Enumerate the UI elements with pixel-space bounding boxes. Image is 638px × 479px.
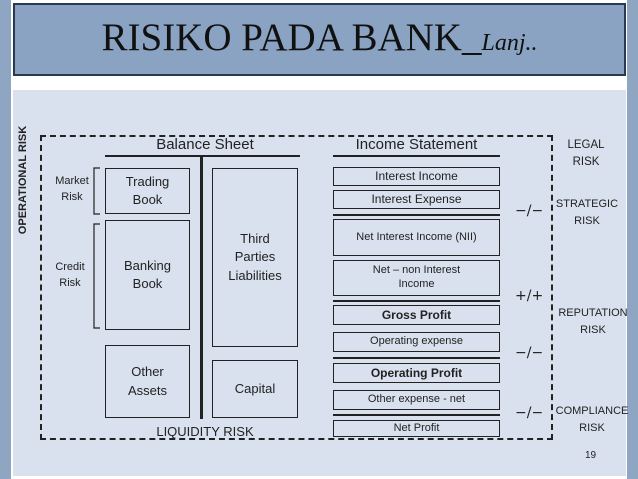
minus-minus-symbol: −/− — [515, 405, 544, 421]
legal-risk-label: LEGAL RISK — [567, 139, 605, 169]
plus-plus-symbol: +/+ — [515, 288, 544, 304]
separator-line — [333, 214, 500, 216]
operating-profit-box: Operating Profit — [333, 363, 500, 383]
market-risk-bracket — [93, 167, 100, 215]
other-assets-box: Other Assets — [105, 345, 190, 418]
left-border-band — [0, 0, 11, 479]
credit-risk-label: Credit Risk — [55, 261, 85, 289]
minus-minus-symbol: −/− — [515, 345, 544, 361]
separator-line — [333, 300, 500, 302]
liquidity-risk-label: LIQUIDITY RISK — [156, 424, 254, 439]
reputation-risk-label: REPUTATION RISK — [558, 307, 628, 336]
balance-sheet-header: Balance Sheet — [156, 136, 254, 153]
capital-box: Capital — [212, 360, 298, 418]
banking-book-box: Banking Book — [105, 220, 190, 330]
strategic-risk-label: STRATEGIC RISK — [555, 198, 619, 227]
net-interest-income-box: Net Interest Income (NII) — [333, 219, 500, 256]
third-parties-liabilities-box: Third Parties Liabilities — [212, 168, 298, 347]
page-number: 19 — [585, 450, 597, 461]
title-suffix: Lanj.. — [481, 30, 538, 56]
interest-expense-box: Interest Expense — [333, 190, 500, 209]
separator-line — [333, 414, 500, 416]
gross-profit-box: Gross Profit — [333, 305, 500, 325]
balance-sheet-divider — [200, 156, 203, 419]
trading-book-box: Trading Book — [105, 168, 190, 214]
market-risk-label: Market Risk — [55, 175, 89, 203]
right-border-band — [627, 0, 638, 479]
compliance-risk-label: COMPLIANCE RISK — [555, 405, 629, 434]
other-expense-box: Other expense - net — [333, 390, 500, 410]
income-statement-underline — [333, 155, 500, 157]
net-profit-box: Net Profit — [333, 420, 500, 437]
title-main: RISIKO PADA BANK_ — [101, 16, 482, 59]
non-interest-income-box: Net – non Interest Income — [333, 260, 500, 296]
operating-expense-box: Operating expense — [333, 332, 500, 352]
dashed-boundary — [40, 135, 553, 440]
separator-line — [333, 357, 500, 359]
minus-minus-symbol: −/− — [515, 203, 544, 219]
credit-risk-bracket — [93, 223, 100, 329]
title-banner: RISIKO PADA BANK_Lanj.. — [13, 3, 626, 76]
interest-income-box: Interest Income — [333, 167, 500, 186]
income-statement-header: Income Statement — [355, 136, 478, 153]
slide-title: RISIKO PADA BANK_Lanj.. — [15, 15, 624, 60]
